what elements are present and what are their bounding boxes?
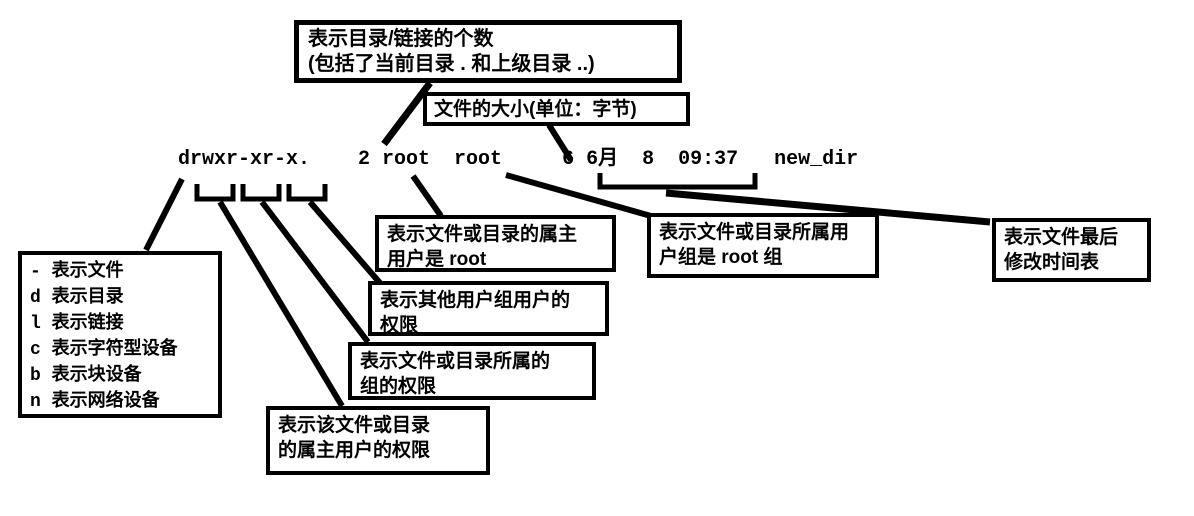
callout-group-root: 表示文件或目录所属用 户组是 root 组 <box>647 213 879 278</box>
callout-group-permission: 表示文件或目录所属的 组的权限 <box>348 342 596 400</box>
callout-group-permission-line1: 表示文件或目录所属的 <box>360 351 551 372</box>
callout-owner-user-line1: 表示文件或目录的属主 <box>387 224 578 245</box>
callout-link-count: 表示目录/链接的个数 (包括了当前目录 . 和上级目录 ..) <box>294 20 682 83</box>
file-type-item: d 表示目录 <box>30 288 124 308</box>
callout-others-permission-line2: 权限 <box>380 315 419 336</box>
callout-group-permission-line2: 组的权限 <box>360 376 437 397</box>
callout-file-size-line1: 文件的大小(单位：字节) <box>434 99 637 120</box>
file-type-item: b 表示块设备 <box>30 366 142 386</box>
owner-perm-bracket <box>194 184 236 202</box>
callout-owner-permission: 表示该文件或目录 的属主用户的权限 <box>266 406 490 475</box>
callout-mtime-line2: 修改时间表 <box>1004 252 1100 273</box>
file-type-item: n 表示网络设备 <box>30 392 160 412</box>
callout-file-size: 文件的大小(单位：字节) <box>423 92 690 126</box>
callout-owner-permission-line1: 表示该文件或目录 <box>278 415 431 436</box>
file-type-item: - 表示文件 <box>30 262 124 282</box>
file-type-item: l 表示链接 <box>30 314 124 334</box>
others-perm-bracket <box>286 184 328 202</box>
callout-owner-permission-line2: 的属主用户的权限 <box>278 440 431 461</box>
connector-mtime-line <box>665 189 991 226</box>
callout-link-count-line1: 表示目录/链接的个数 <box>308 28 494 50</box>
callout-others-permission: 表示其他用户组用户的 权限 <box>368 281 609 336</box>
connector-owner-user-line <box>410 174 444 218</box>
callout-owner-user: 表示文件或目录的属主 用户是 root <box>375 215 616 272</box>
file-type-item: c 表示字符型设备 <box>30 340 178 360</box>
callout-others-permission-line1: 表示其他用户组用户的 <box>380 290 571 311</box>
connector-link-count-line <box>381 80 433 147</box>
mtime-bracket <box>597 173 758 190</box>
group-perm-bracket <box>240 184 282 202</box>
callout-mtime-line1: 表示文件最后 <box>1004 227 1119 248</box>
callout-owner-user-line2: 用户是 root <box>387 249 487 270</box>
connector-filetype-line <box>143 177 185 252</box>
connector-group-perm-line <box>259 200 371 344</box>
connector-owner-perm-line <box>217 200 345 408</box>
callout-group-root-line2: 户组是 root 组 <box>659 247 783 268</box>
callout-group-root-line1: 表示文件或目录所属用 <box>659 222 850 243</box>
callout-mtime: 表示文件最后 修改时间表 <box>992 218 1151 282</box>
connector-file-size-line <box>546 123 574 162</box>
connector-others-perm-line <box>307 200 383 285</box>
callout-file-type-legend: - 表示文件 d 表示目录 l 表示链接 c 表示字符型设备 b 表示块设备 n… <box>18 251 222 418</box>
callout-link-count-line2: (包括了当前目录 . 和上级目录 ..) <box>308 53 595 75</box>
ls-listing-line: drwxr-xr-x. 2 root root 6 6月 8 09:37 new… <box>178 148 859 171</box>
connector-group-root-line <box>505 172 652 219</box>
